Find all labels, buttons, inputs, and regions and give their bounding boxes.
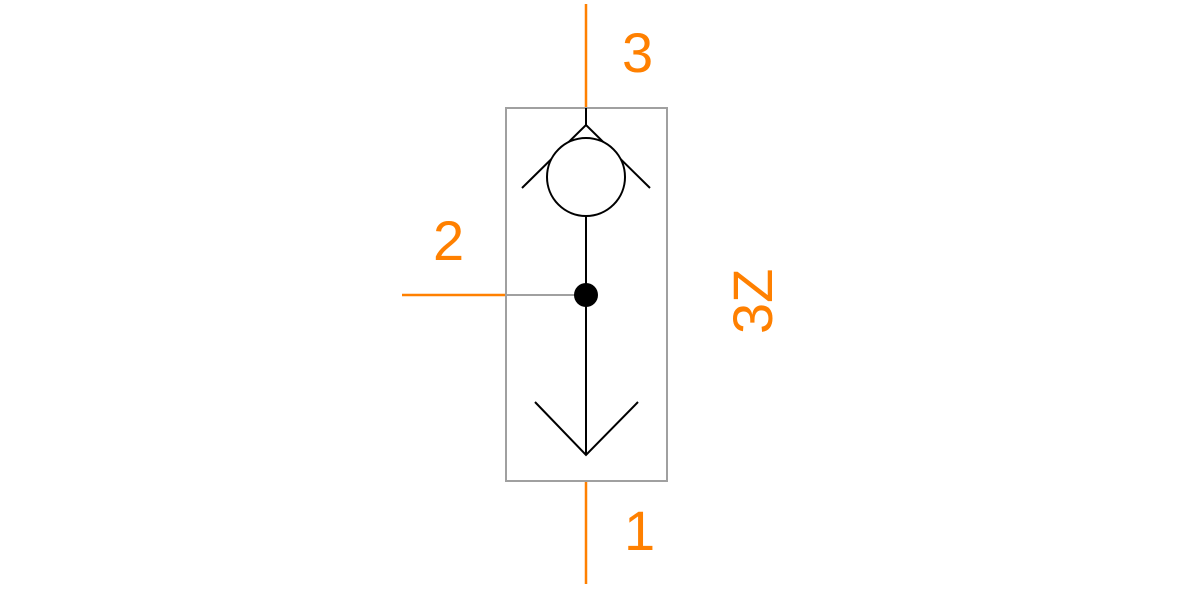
junction-dot xyxy=(574,283,598,307)
check-valve-seat-top xyxy=(521,123,651,189)
port-2-label: 2 xyxy=(433,209,464,272)
check-valve-ball xyxy=(546,137,626,217)
check-valve-seat-bottom xyxy=(534,401,639,457)
component-designation-label: 3Z xyxy=(721,269,784,334)
port-1-label: 1 xyxy=(624,499,655,562)
port-3-label: 3 xyxy=(622,21,653,84)
